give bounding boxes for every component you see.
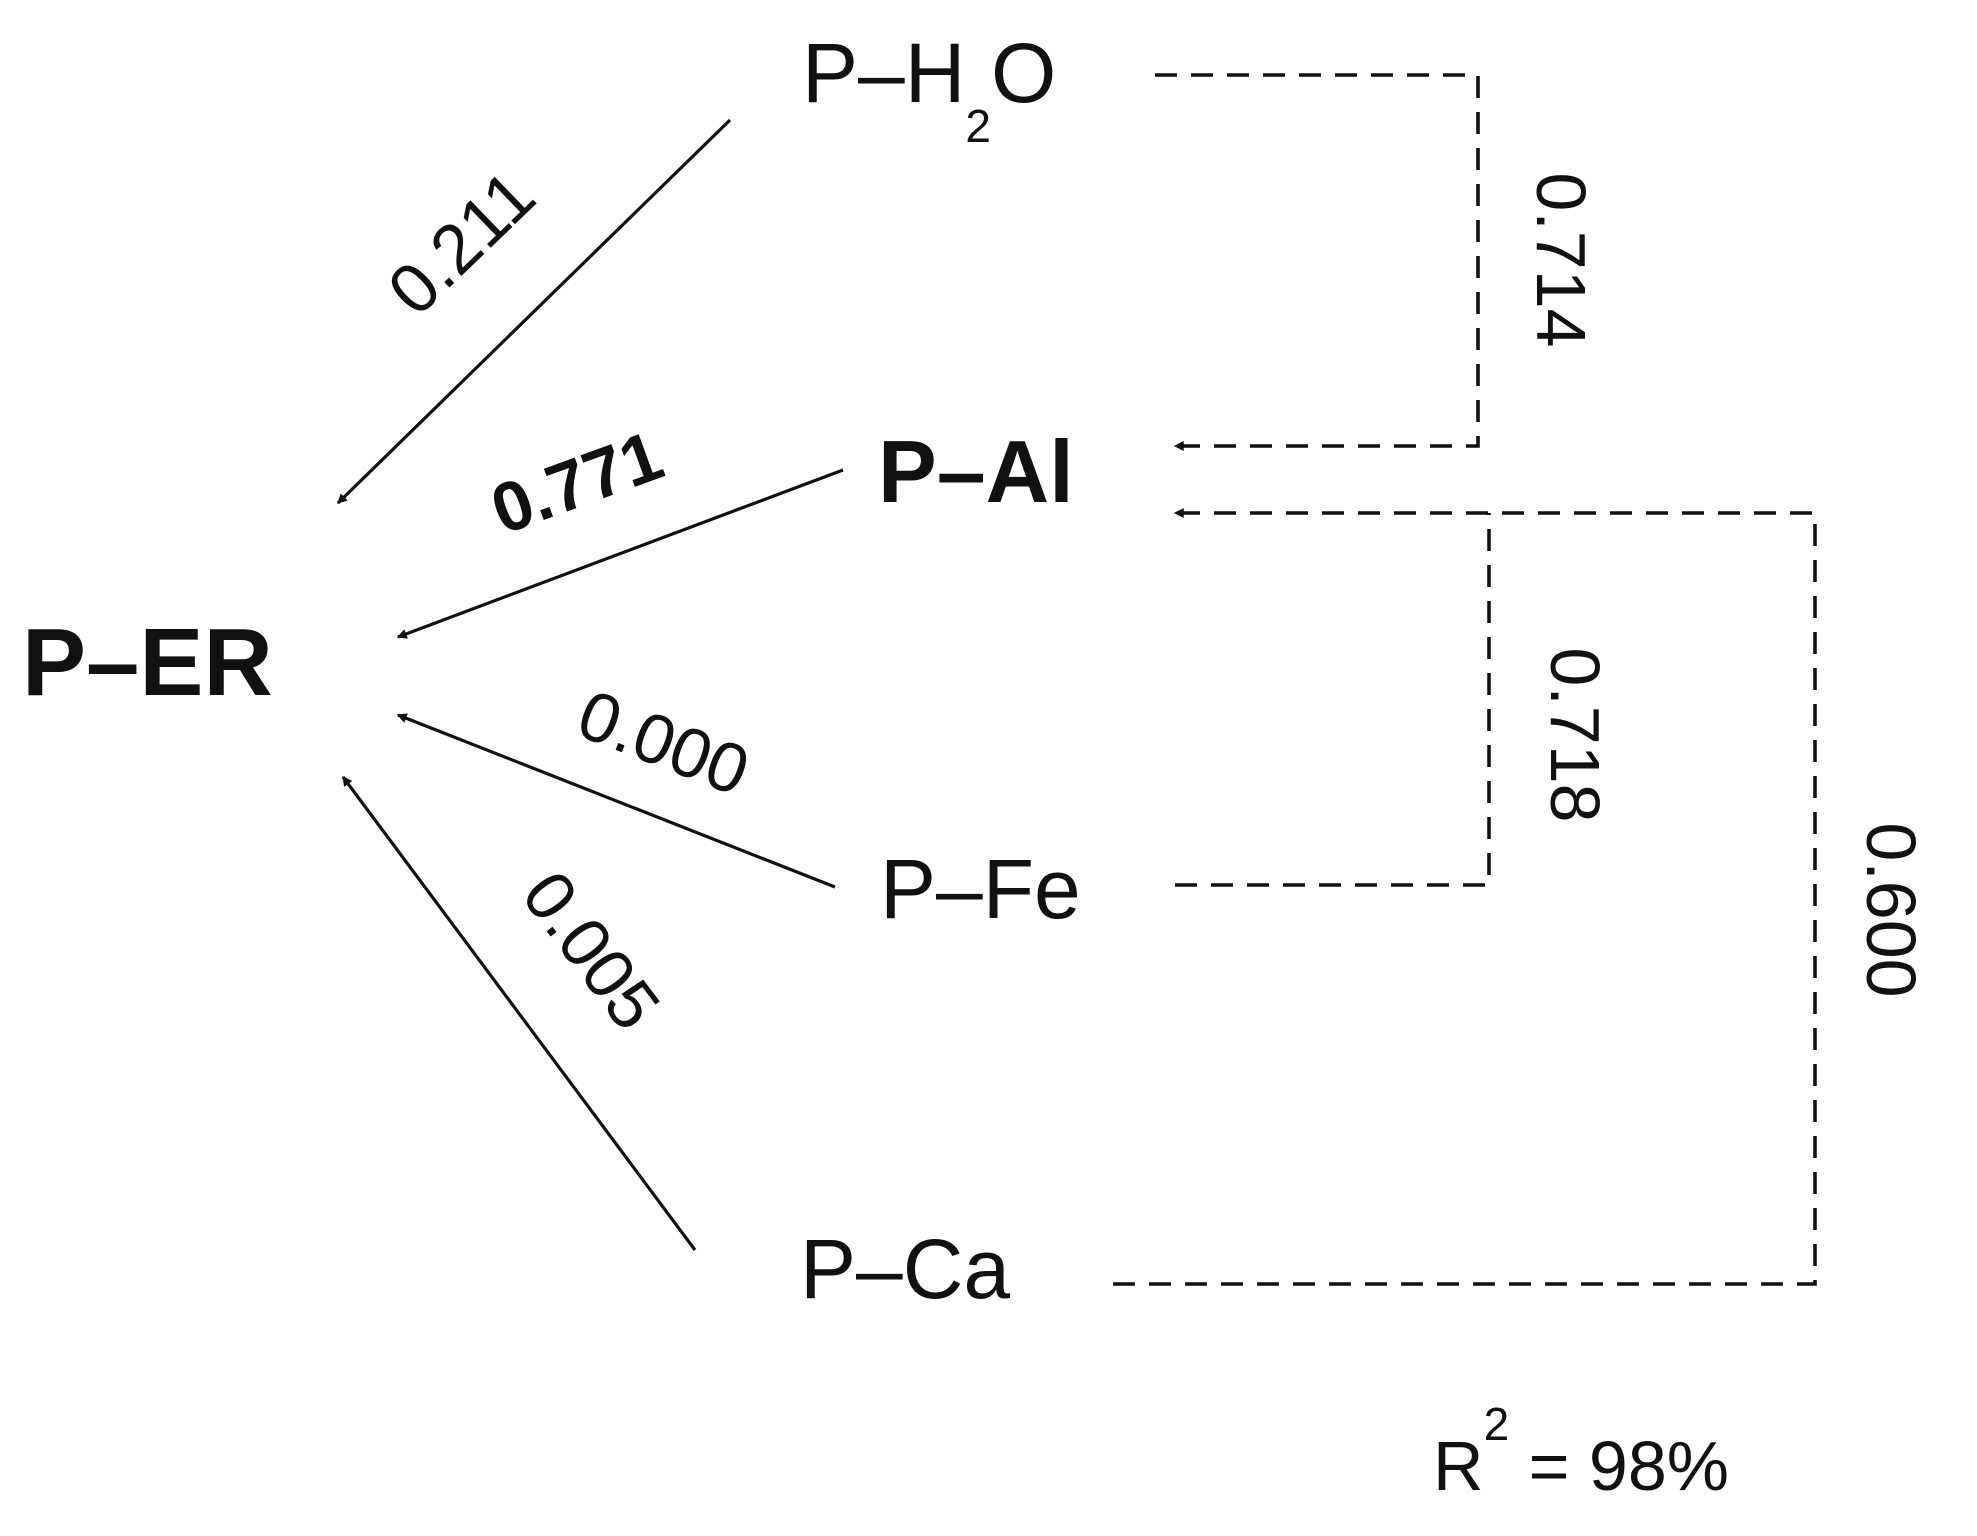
r-squared-label: R2 = 98% [1433,1398,1729,1505]
dashed-path-ca-to-al [1113,508,1817,1286]
node-p-h2o: P–H2O [802,26,1056,152]
node-p-h2o-main: P–H [802,26,965,120]
coef-fe-to-al: 0.718 [1536,647,1614,822]
arrow-al-to-er [396,468,844,639]
r-squared-value: = 98% [1509,1427,1729,1505]
dashed-path-fe-to-al [1175,513,1491,887]
coef-h2o-to-er: 0.211 [373,156,549,330]
node-p-fe: P–Fe [880,842,1081,936]
coef-h2o-to-al: 0.714 [1522,172,1600,347]
r-squared-superscript: 2 [1484,1398,1510,1450]
node-p-ca: P–Ca [800,1222,1010,1316]
arrow-ca-to-er [341,775,697,1251]
coef-al-to-er: 0.771 [481,416,672,549]
arrow-h2o-to-er [336,118,732,505]
arrow-fe-to-er [396,713,836,889]
dashed-path-h2o-to-al [1155,73,1480,451]
node-p-h2o-sub: 2 [965,100,991,152]
node-p-h2o-tail: O [991,26,1056,120]
node-p-er: P–ER [22,609,273,716]
coef-ca-to-er: 0.005 [507,857,675,1044]
coef-fe-to-er: 0.000 [568,675,759,811]
node-p-al: P–Al [878,422,1074,521]
r-squared-r: R [1433,1427,1484,1505]
coef-ca-to-al: 0.600 [1852,822,1930,997]
